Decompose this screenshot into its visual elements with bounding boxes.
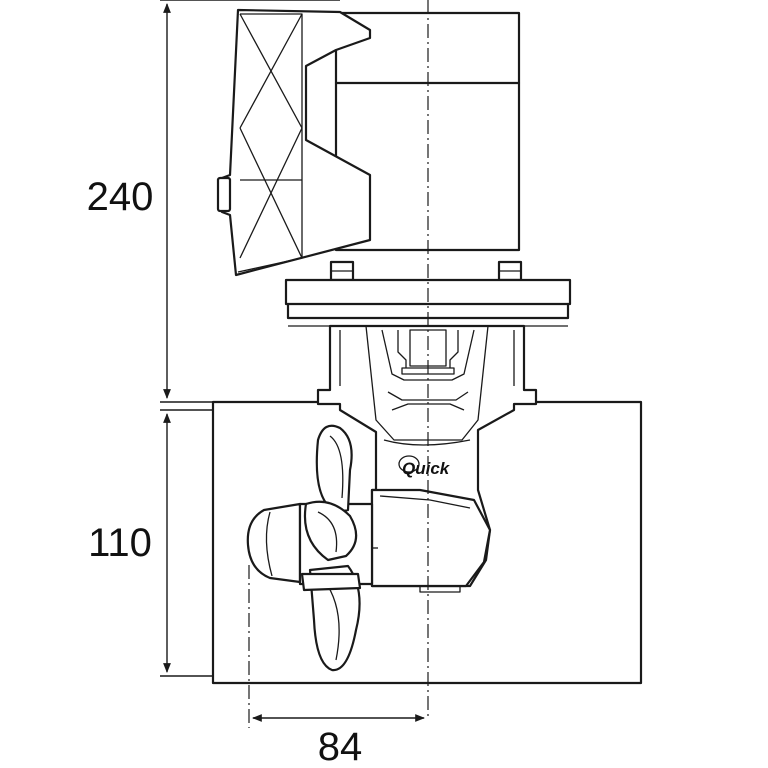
mounting-bolts: [329, 260, 523, 282]
propeller-blades: [300, 424, 362, 672]
logo-text: Quick: [402, 459, 451, 478]
control-box: [216, 8, 372, 277]
dimension-height-motor: 240: [87, 0, 340, 403]
center-lines: [248, 0, 429, 728]
dimension-width-offset: 84: [252, 714, 425, 768]
dimension-height-tunnel: 110: [88, 409, 213, 677]
dimension-label-240: 240: [87, 175, 154, 219]
dimension-label-110: 110: [88, 521, 152, 565]
brand-logo: Quick: [398, 455, 451, 478]
dimension-label-84: 84: [318, 725, 363, 768]
gear-housing: [370, 488, 492, 593]
